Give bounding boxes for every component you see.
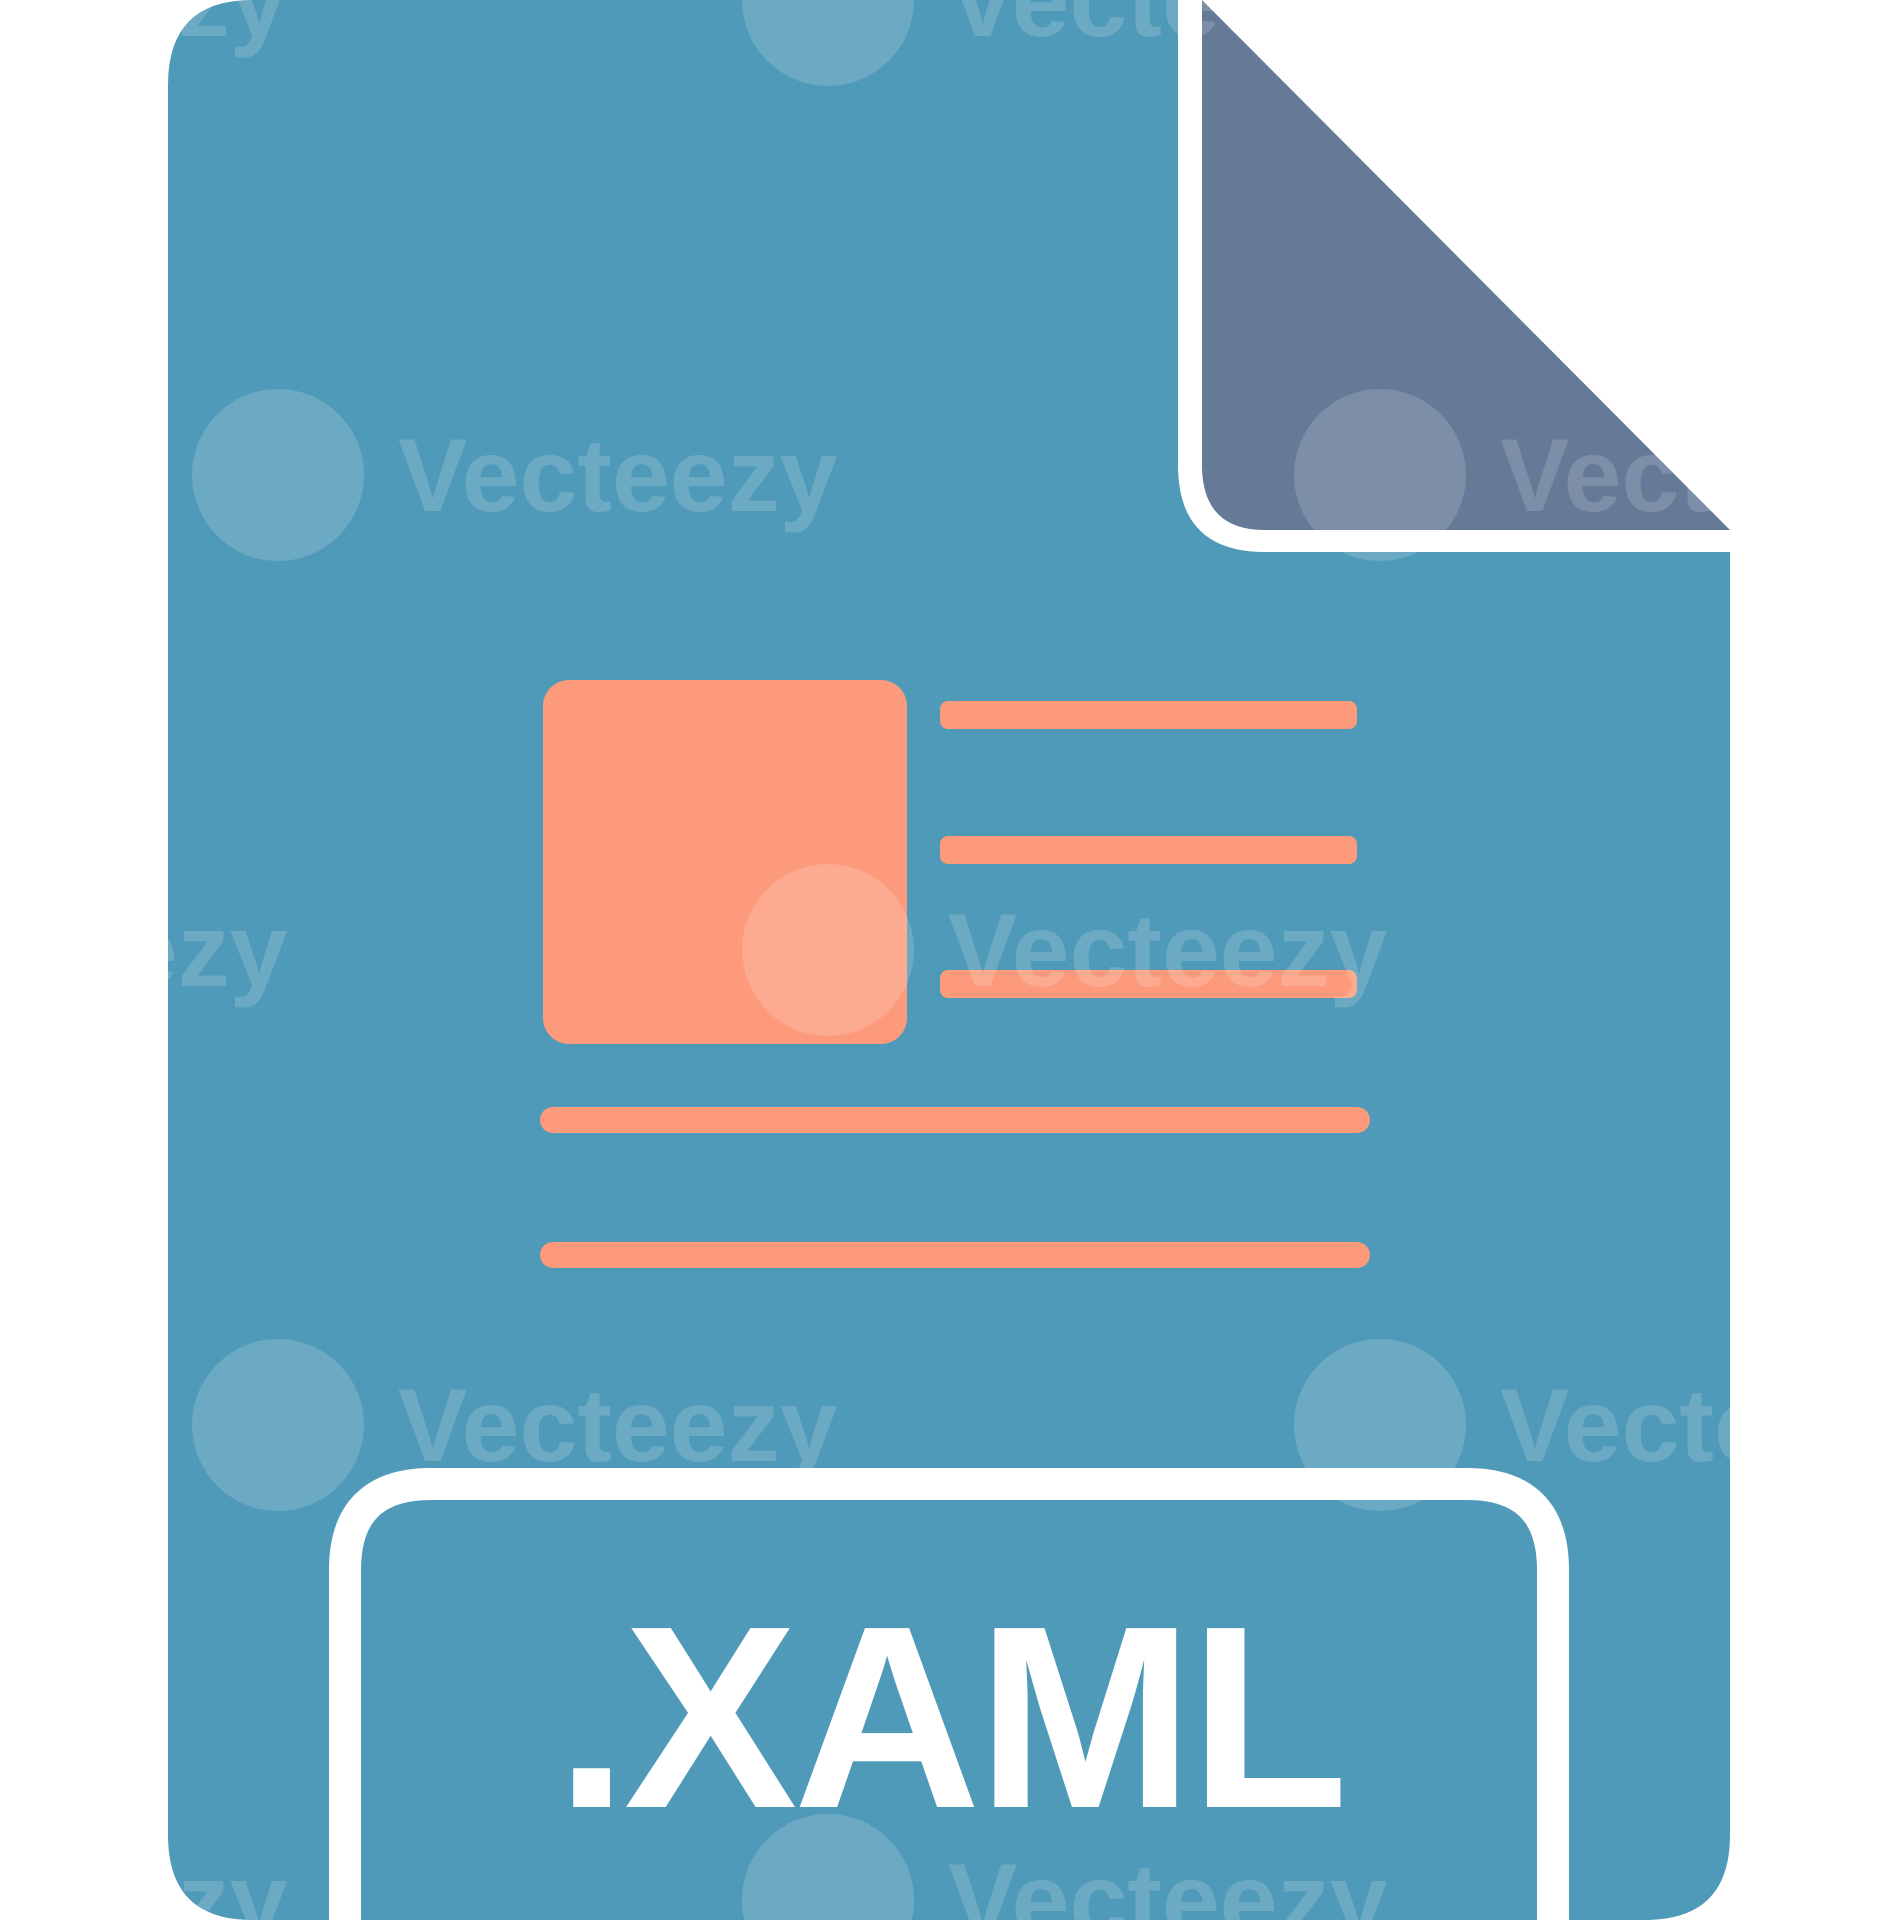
watermark-text: Vecteezy — [0, 1843, 288, 1920]
watermark-mark: Vecteezy — [742, 864, 1388, 1036]
watermark-logo-icon — [1842, 868, 1900, 1032]
watermark-logo-icon — [742, 1814, 914, 1920]
watermark-text: Vecteezy — [948, 893, 1388, 1009]
watermark-mark: Vecteezy — [192, 1339, 838, 1511]
watermark-logo-icon — [742, 864, 914, 1036]
watermark-text: Vecteezy — [1500, 1368, 1900, 1484]
watermark-text: Vecteezy — [0, 893, 288, 1009]
watermark-text: Vecteezy — [948, 1843, 1388, 1920]
watermark-mark: Vecteezy — [742, 1814, 1388, 1920]
watermark-logo-icon — [192, 389, 364, 561]
watermark-mark: Vecteezy — [1294, 389, 1900, 561]
watermark-text: Vecteezy — [398, 418, 838, 534]
watermark-logo-icon — [192, 1339, 364, 1511]
watermark-mark: Vecteezy — [1842, 868, 1900, 1032]
watermark-text: Vecteezy — [0, 0, 288, 59]
text-line-short-3 — [940, 970, 1357, 998]
document-page — [168, 0, 1730, 1920]
folded-corner — [1202, 0, 1730, 530]
extension-label-box — [329, 1468, 1569, 1920]
text-line-long-2 — [540, 1242, 1370, 1268]
watermark-text: Vecteezy — [948, 0, 1388, 59]
watermark-mark: Vecteezy — [0, 0, 288, 59]
watermark-mark: Vecteezy — [192, 389, 838, 561]
watermark-logo-icon — [1294, 389, 1466, 561]
watermark-text: Vecteezy — [398, 1368, 838, 1484]
text-line-long-1 — [540, 1107, 1370, 1133]
image-placeholder-block — [543, 680, 907, 1044]
watermark-mark: Vecteezy — [1294, 1339, 1900, 1511]
watermark-logo-icon — [742, 0, 914, 86]
watermark-mark: Vecteezy — [0, 1843, 288, 1920]
extension-label: .XAML — [556, 1573, 1345, 1863]
text-line-short-1 — [940, 701, 1357, 729]
watermark-logo-icon — [1294, 1339, 1466, 1511]
watermark-mark: Vecteezy — [0, 893, 288, 1009]
watermark-text: Vecteezy — [1500, 418, 1900, 534]
watermark-mark: Vecteezy — [742, 0, 1388, 86]
text-line-short-2 — [940, 836, 1357, 864]
